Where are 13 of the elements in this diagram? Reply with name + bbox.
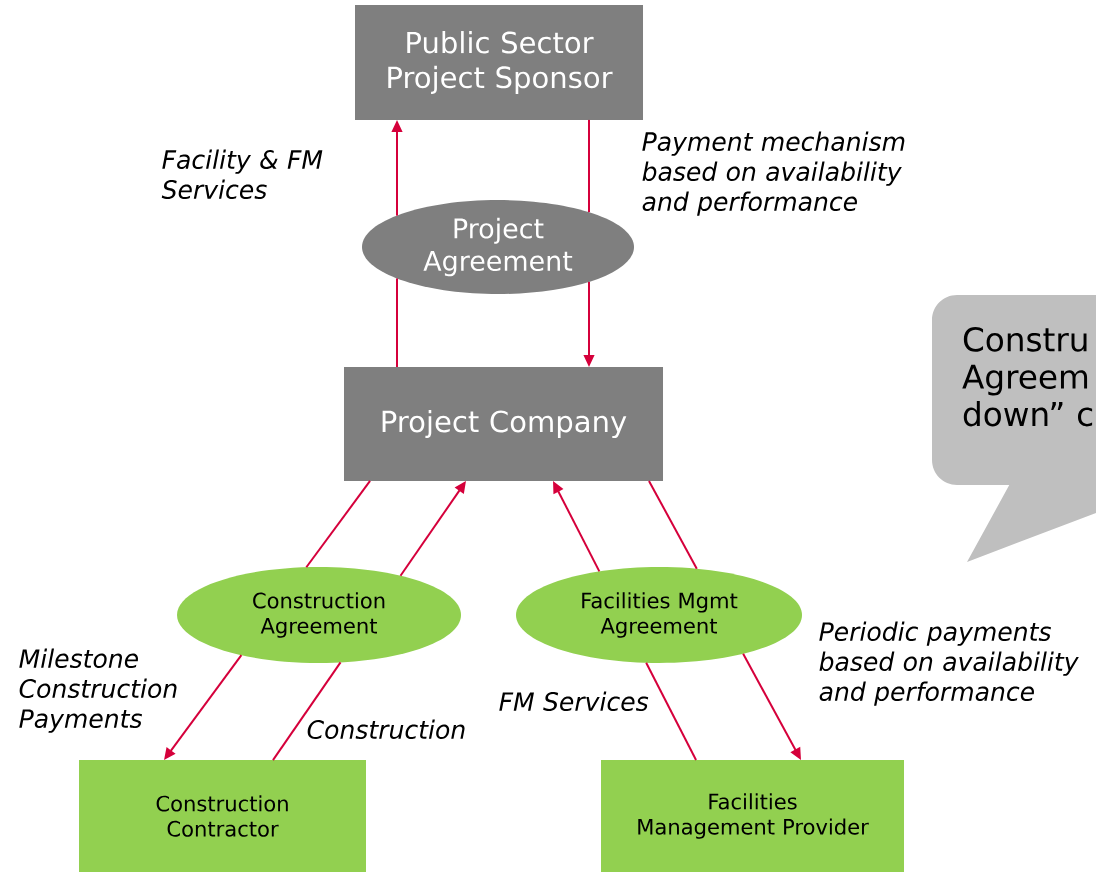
contractor-box: Construction Contractor [79,760,366,872]
edge-label: Payment mechanism based on availability and performance [642,131,905,216]
sponsor-box: Public Sector Project Sponsor [355,5,643,120]
edge-label: Periodic payments based on availability and performance [819,621,1079,706]
edge-label: Facility & FM Services [161,149,323,199]
edge-label: Milestone Construction Payments [19,648,177,733]
edge-label: Construction [307,719,465,739]
speech-bubble: Constru Agreem down” c [932,295,1096,562]
arrow [164,654,243,760]
edge-label: FM Services [499,691,649,711]
provider-box: Facilities Management Provider [601,760,904,872]
company-box: Project Company [344,367,663,481]
arrow [399,481,466,577]
